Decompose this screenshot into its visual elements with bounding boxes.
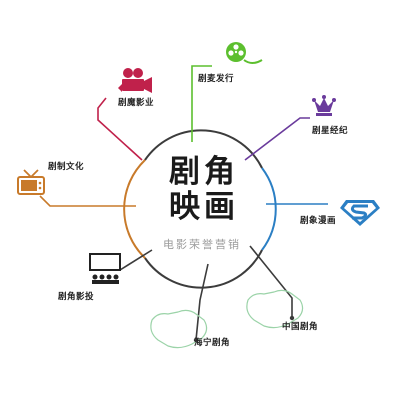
hub-arc-left <box>123 159 146 259</box>
branch-label-zhongguo: 中国剧角 <box>282 322 319 332</box>
hub-arc-top <box>144 129 263 169</box>
hub-arc-right <box>261 167 277 251</box>
hub-arc-bottom <box>144 249 263 289</box>
branch-label-haining: 海宁剧角 <box>194 338 231 348</box>
branch-label-touzi: 剧角影投 <box>58 292 95 302</box>
cinema-screen-icon <box>89 253 121 284</box>
tv-icon <box>17 169 45 195</box>
branch-label-jumo: 剧魔影业 <box>118 98 155 108</box>
connector-zhongguo <box>249 245 293 318</box>
connector-haining <box>195 263 209 341</box>
branch-label-juxiang: 剧象漫画 <box>300 216 337 226</box>
connector-jumai <box>191 65 212 142</box>
china-map-icon-2 <box>150 309 208 349</box>
connector-jumo <box>97 97 143 161</box>
branch-label-juxing: 剧星经纪 <box>312 126 349 136</box>
film-camera-icon <box>118 68 152 93</box>
hub-title-line2: 映画 <box>169 189 239 225</box>
film-reel-icon <box>226 42 263 64</box>
hub-title-line1: 剧角 <box>169 154 239 190</box>
china-map-icon <box>246 289 304 329</box>
connector-juxing <box>244 117 310 161</box>
connector-zhizuo <box>39 195 136 207</box>
hub-subtitle: 电影荣誉营销 <box>163 238 241 251</box>
crown-icon <box>312 95 336 116</box>
branch-label-jumai: 剧麦发行 <box>198 74 235 84</box>
superman-shield-icon <box>340 200 380 226</box>
branch-label-zhizuo: 剧制文化 <box>48 162 85 172</box>
